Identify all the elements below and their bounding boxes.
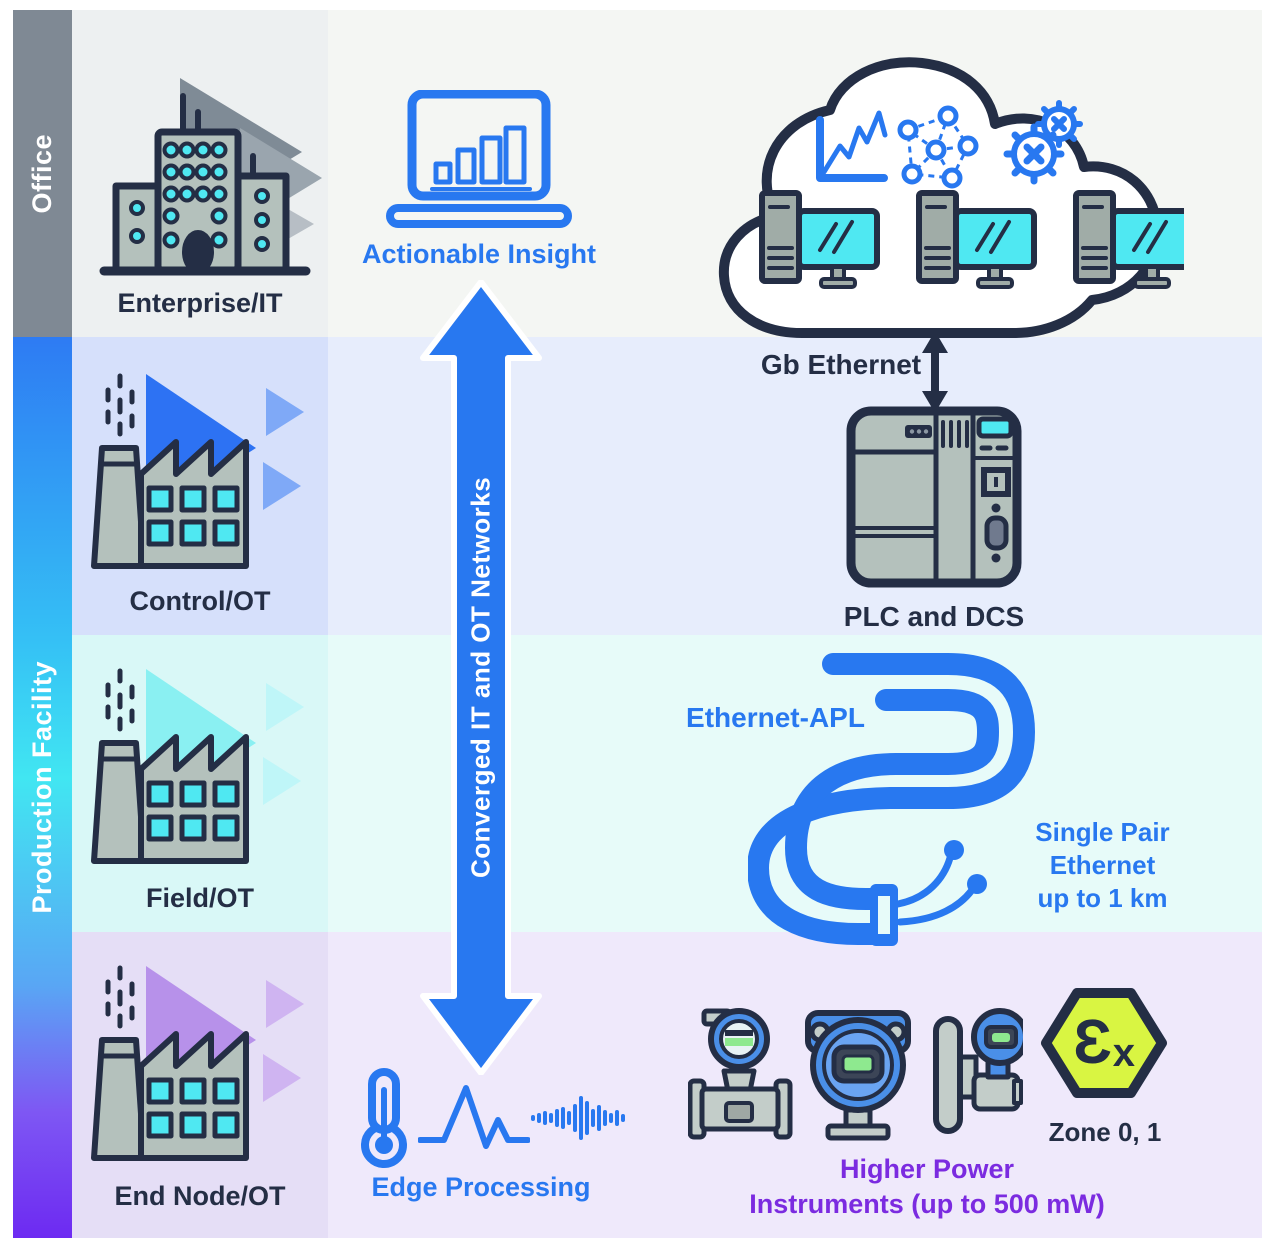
line-chart-icon [816,110,888,182]
row-label-control: Control/OT [129,586,271,616]
office-band: Office [13,10,72,337]
higher-power-label: Higher Power Instruments (up to 500 mW) [736,1152,1118,1222]
plc-dcs-icon [846,406,1022,588]
audio-signal-icon [531,1096,625,1140]
waveform-icon [418,1085,530,1149]
ethernet-apl-label: Ethernet-APL [686,702,865,733]
gears-icon [1003,100,1083,185]
ex-hexagon-icon [1041,988,1167,1098]
office-building-icon [99,78,322,276]
field-instruments [688,1008,1023,1141]
plc-dcs-label: PLC and DCS [843,601,1025,632]
office-band-label: Office [27,133,57,214]
production-facility-band: Production Facility [13,337,72,1238]
clamp-transmitter-icon [933,1008,1023,1134]
transmitter-icon [805,1010,911,1141]
gb-ethernet-arrow [922,331,948,413]
cloud-icon [718,57,1184,338]
actionable-insight-label: Actionable Insight [361,239,596,269]
single-pair-ethernet-label: Single Pair Ethernet up to 1 km [980,816,1225,915]
converged-networks-arrow [420,280,542,1075]
factory-icon [91,965,304,1161]
factory-icon [91,373,304,569]
row-label-endnode: End Node/OT [114,1181,286,1211]
zone-label: Zone 0, 1 [1048,1117,1162,1147]
higher-power-line2: Instruments (up to 500 mW) [749,1189,1105,1219]
production-facility-band-label: Production Facility [27,661,57,914]
converged-networks-arrow-label: Converged IT and OT Networks [465,476,496,879]
row-label-enterprise: Enterprise/IT [117,288,283,318]
flow-meter-icon [688,1008,793,1140]
network-graph-icon [897,105,979,189]
spe-line1: Single Pair Ethernet [1035,817,1170,880]
factory-icon [91,668,304,864]
monitor-icon [796,208,1184,289]
ex-epsilon: Ɛ [1072,1008,1112,1077]
gb-ethernet-label: Gb Ethernet [760,349,922,380]
laptop-chart-icon [386,90,572,228]
row-label-field: Field/OT [146,883,254,913]
thermometer-icon [361,1068,407,1168]
apl-cable-icon [748,653,1036,946]
ex-x: x [1112,1031,1136,1075]
higher-power-line1: Higher Power [839,1154,1015,1184]
edge-processing-label: Edge Processing [371,1172,591,1202]
spe-line2: up to 1 km [1037,883,1168,913]
